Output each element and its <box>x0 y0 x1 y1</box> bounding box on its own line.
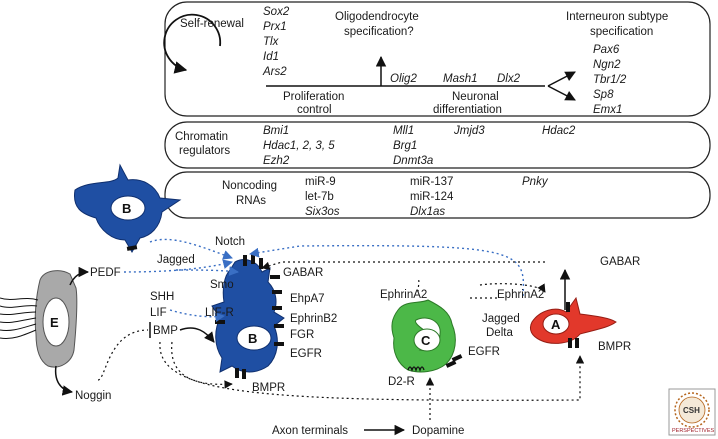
dopamine-label: Dopamine <box>412 425 464 437</box>
gabar-right-label: GABAR <box>600 256 640 268</box>
gene-hdac: Hdac1, 2, 3, 5 <box>263 140 335 152</box>
c-cell-label: C <box>421 333 431 348</box>
a-cell: A <box>529 296 617 348</box>
gene-tlx: Tlx <box>263 36 280 48</box>
gene-pax6: Pax6 <box>593 44 620 56</box>
chromatin-title-1: Chromatin <box>175 131 228 143</box>
gene-jmjd3: Jmjd3 <box>453 125 485 137</box>
b-cell-top: B <box>73 163 182 253</box>
lncrna-dlx1as: Dlx1as <box>410 206 445 218</box>
gene-tbr12: Tbr1/2 <box>593 74 627 86</box>
e-cell: E <box>0 270 78 368</box>
smo-label: Smo <box>210 279 234 291</box>
signaling-arrows <box>54 238 585 436</box>
chromatin-title-2: regulators <box>179 145 230 157</box>
jagged-delta-label-2: Delta <box>486 327 513 339</box>
gene-prx1: Prx1 <box>263 21 287 33</box>
fgr-label: FGR <box>290 329 314 341</box>
proliferation-label-2: control <box>297 104 332 116</box>
gene-sox2: Sox2 <box>263 6 290 18</box>
noncoding-panel: Noncoding RNAs miR-9 let-7b Six3os miR-1… <box>164 171 711 219</box>
gene-ezh2: Ezh2 <box>263 155 290 167</box>
e-cell-label: E <box>50 315 59 330</box>
gene-ars2: Ars2 <box>262 66 287 78</box>
lifr-label: LIF-R <box>205 307 234 319</box>
oligodendrocyte-label-2: specification? <box>344 26 414 38</box>
gene-olig2: Olig2 <box>390 73 417 85</box>
mirna-mir137: miR-137 <box>410 176 453 188</box>
gene-sp8: Sp8 <box>593 89 614 101</box>
gene-dlx2: Dlx2 <box>497 73 521 85</box>
gene-mll1: Mll1 <box>393 125 414 137</box>
b-cell-top-label: B <box>122 201 131 216</box>
ephrinb2-label: EphrinB2 <box>290 313 337 325</box>
gene-brg1: Brg1 <box>393 140 417 152</box>
egfr-c-label: EGFR <box>468 346 500 358</box>
mirna-let7b: let-7b <box>305 191 334 203</box>
ephrina2-c-label: EphrinA2 <box>380 289 427 301</box>
c-cell: C <box>391 299 463 373</box>
jagged-delta-label-1: Jagged <box>482 313 520 325</box>
top-panel: Self-renewal Sox2 Prx1 Tlx Id1 Ars2 Olig… <box>163 1 711 117</box>
logo-subtext: PERSPECTIVES <box>672 428 715 434</box>
gene-ngn2: Ngn2 <box>593 59 621 71</box>
d2r-label: D2-R <box>388 376 415 388</box>
axon-terminals-label: Axon terminals <box>272 425 348 437</box>
gene-emx1: Emx1 <box>593 104 622 116</box>
self-renewal-arrow-icon <box>163 13 222 74</box>
b-cell-main-label: B <box>248 331 257 346</box>
interneuron-label-2: specification <box>590 26 653 38</box>
csh-perspectives-logo: CSH PERSPECTIVES <box>668 388 716 436</box>
mirna-mir9: miR-9 <box>305 176 336 188</box>
bmp-label: BMP <box>153 325 178 337</box>
mirna-mir124: miR-124 <box>410 191 454 203</box>
gene-bmi1: Bmi1 <box>263 125 289 137</box>
e-cell-cilia <box>0 297 39 339</box>
gene-mash1: Mash1 <box>443 73 478 85</box>
noggin-label: Noggin <box>75 390 111 402</box>
lncrna-six3os: Six3os <box>305 206 340 218</box>
lncrna-pnky: Pnky <box>522 176 549 188</box>
noncoding-title-2: RNAs <box>236 195 266 207</box>
oligodendrocyte-label-1: Oligodendrocyte <box>335 11 419 23</box>
gabar-mid-label: GABAR <box>283 267 323 279</box>
gene-hdac2: Hdac2 <box>542 125 576 137</box>
self-renewal-label: Self-renewal <box>180 18 244 30</box>
notch-label: Notch <box>215 236 245 248</box>
a-cell-label: A <box>551 317 561 332</box>
noncoding-title-1: Noncoding <box>222 180 277 192</box>
b-cell-main: B <box>211 253 285 379</box>
bmpr-a-label: BMPR <box>598 341 631 353</box>
neuronal-label-2: differentiation <box>433 104 502 116</box>
signal-labels: Notch Jagged PEDF SHH Smo GABAR GABAR LI… <box>75 236 640 437</box>
chromatin-panel: Chromatin regulators Bmi1 Hdac1, 2, 3, 5… <box>164 121 711 169</box>
gene-id1: Id1 <box>263 51 279 63</box>
logo-text: CSH <box>683 406 700 415</box>
bmpr-b-label: BMPR <box>252 382 285 394</box>
ehpa7-label: EhpA7 <box>290 293 325 305</box>
interneuron-label-1: Interneuron subtype <box>566 11 668 23</box>
ephrina2-a-label: EphrinA2 <box>497 289 544 301</box>
pedf-label: PEDF <box>90 267 121 279</box>
proliferation-label-1: Proliferation <box>283 91 344 103</box>
shh-label: SHH <box>150 291 174 303</box>
gene-dnmt3a: Dnmt3a <box>393 155 433 167</box>
egfr-b-label: EGFR <box>290 348 322 360</box>
lif-label: LIF <box>150 307 167 319</box>
jagged-label: Jagged <box>157 254 195 266</box>
neuronal-label-1: Neuronal <box>452 91 499 103</box>
